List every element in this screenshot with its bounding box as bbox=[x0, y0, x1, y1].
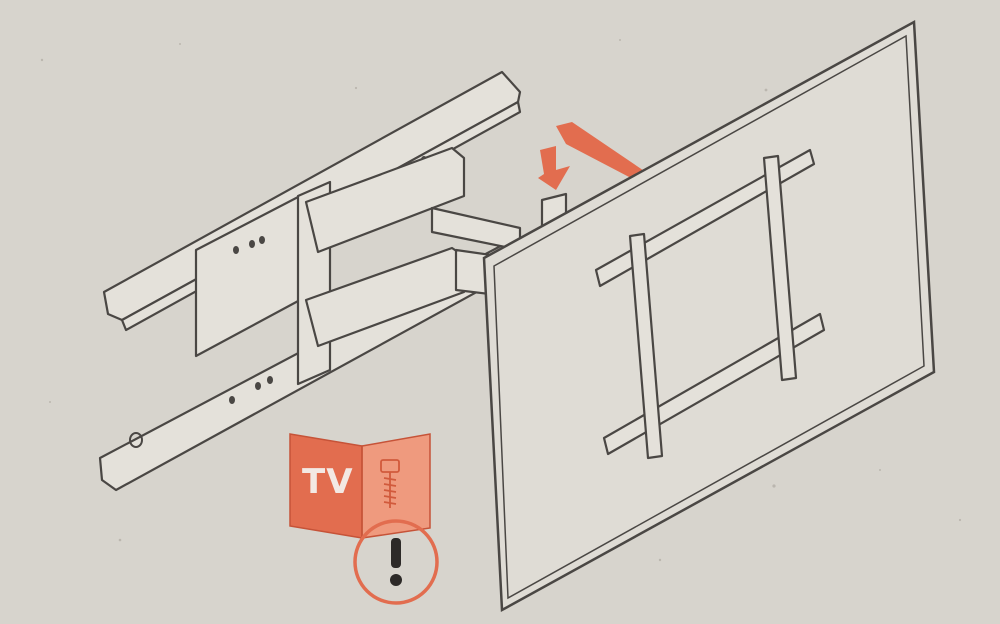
tv-label: TV bbox=[302, 462, 354, 502]
tv-panel bbox=[482, 19, 936, 613]
tv-bracket bbox=[594, 148, 826, 460]
exclamation-icon bbox=[353, 519, 439, 605]
screw-icon bbox=[380, 459, 400, 508]
warning-card bbox=[289, 433, 431, 539]
